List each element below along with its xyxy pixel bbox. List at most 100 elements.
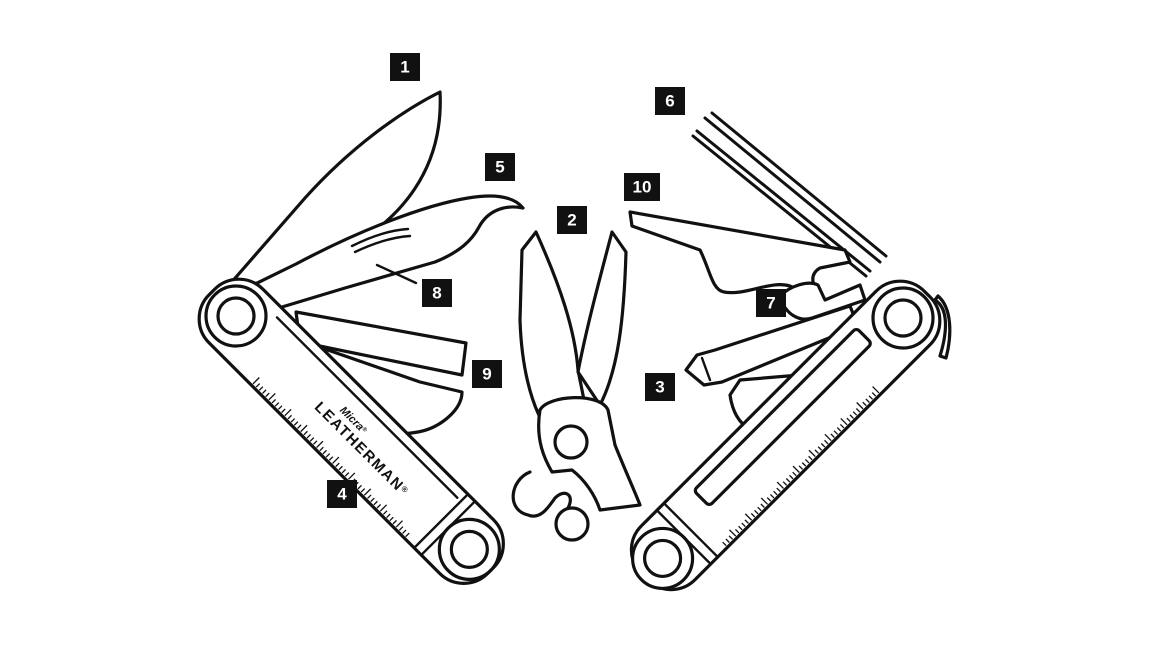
scissors-spring [511,470,572,518]
ruler-tick [744,513,753,521]
ruler-tick [312,440,318,445]
callout-6: 6 [655,87,685,115]
ruler-tick [728,535,734,540]
ruler-tick [741,522,746,528]
ruler-tick [852,411,858,416]
ruler-tick [798,465,804,470]
ruler-tick [754,509,759,515]
ruler-tick [839,423,845,429]
callout-5: 5 [485,153,515,181]
ruler-tick [332,456,340,464]
right-handle-divider-2 [657,510,711,564]
callout-2-label: 2 [567,211,576,230]
ruler-tick [306,433,312,439]
scissors-pivot [553,424,589,460]
ruler-tick [744,519,749,524]
right-handle [629,279,942,592]
ruler-tick [398,526,404,531]
ruler-tick [846,417,851,423]
ruler-tick [367,494,372,499]
callout-4-label: 4 [337,485,347,504]
ruler-tick [316,440,324,448]
left-handle-group: LEATHERMAN® Micra® [197,90,525,585]
nail-nick [350,227,410,248]
ruler-tick [757,506,762,512]
ruler-tick [760,503,765,508]
callout-9: 9 [472,360,502,388]
ruler-tick [373,500,378,506]
ruler-tick [341,468,347,474]
right-handle-divider [664,503,718,557]
ruler-tick [769,493,775,499]
ruler-tick [833,430,839,435]
callout-7-label: 7 [766,294,775,313]
ruler-tick [824,439,829,445]
ruler-tick [389,516,394,522]
ruler-tick [252,377,260,385]
left-handle: LEATHERMAN® Micra® [197,277,505,585]
callout-2: 2 [557,206,587,234]
toothpick-long-2 [710,111,888,258]
ruler-tick [392,519,397,525]
ruler-tick [738,525,743,531]
ruler-tick [338,465,343,471]
ruler-tick [849,414,854,419]
ruler-tick [766,497,772,502]
scissors-spring-knob [554,506,590,542]
ruler-tick [728,529,737,537]
ruler-tick [808,449,816,458]
ruler-tick [402,529,407,534]
ruler-tick [376,503,382,509]
ruler-tick [281,408,286,413]
ruler-tick [277,405,283,410]
ruler-tick [872,386,880,394]
ruler-tick [776,481,784,489]
right-bottom-pivot-inner [642,538,683,579]
ruler-tick [782,481,788,486]
can-opener [778,281,867,321]
ruler-tick [789,474,794,480]
right-pivot-inner [883,298,923,338]
ruler-tick [379,504,388,512]
ruler-tick [303,430,308,436]
ruler-tick [347,472,356,480]
ruler-tick [814,449,819,454]
ruler-tick [344,472,350,477]
ruler-tick [322,449,327,455]
scissors-left-blade [518,230,587,442]
ruler-tick [290,418,296,423]
callout-3: 3 [645,373,675,401]
tweezers [375,263,418,285]
scissors-group [511,230,642,542]
ruler-tick [760,497,769,505]
ruler-tick [363,488,372,496]
callout-1: 1 [390,53,420,81]
ruler-tick [325,453,331,458]
bottle-opener-tool [245,194,525,312]
ruler-tick [871,392,877,397]
ruler-tick [734,528,740,534]
ruler-tick [297,424,302,429]
scissors-right-blade [576,230,628,407]
callout-6-label: 6 [665,92,674,111]
callout-10-label: 10 [633,178,652,197]
callout-5-label: 5 [495,158,504,177]
ruler-tick [268,392,276,401]
ruler-tick [725,538,730,543]
ruler-tick [801,462,807,467]
ruler-tick [258,386,264,391]
ruler-tick [255,383,261,388]
ruler-tick [300,424,308,433]
ruler-tick [804,458,810,464]
ruler-tick [274,402,280,407]
ruler-tick [284,408,292,417]
ruler-tick [820,443,826,448]
left-pivot-inner [216,296,256,336]
scissors-body [537,396,642,512]
ruler-tick [840,417,848,426]
ruler-tick [750,513,756,518]
ruler-tick [395,520,403,528]
left-bottom-pivot-inner [449,529,489,569]
ruler-tick [862,401,867,407]
